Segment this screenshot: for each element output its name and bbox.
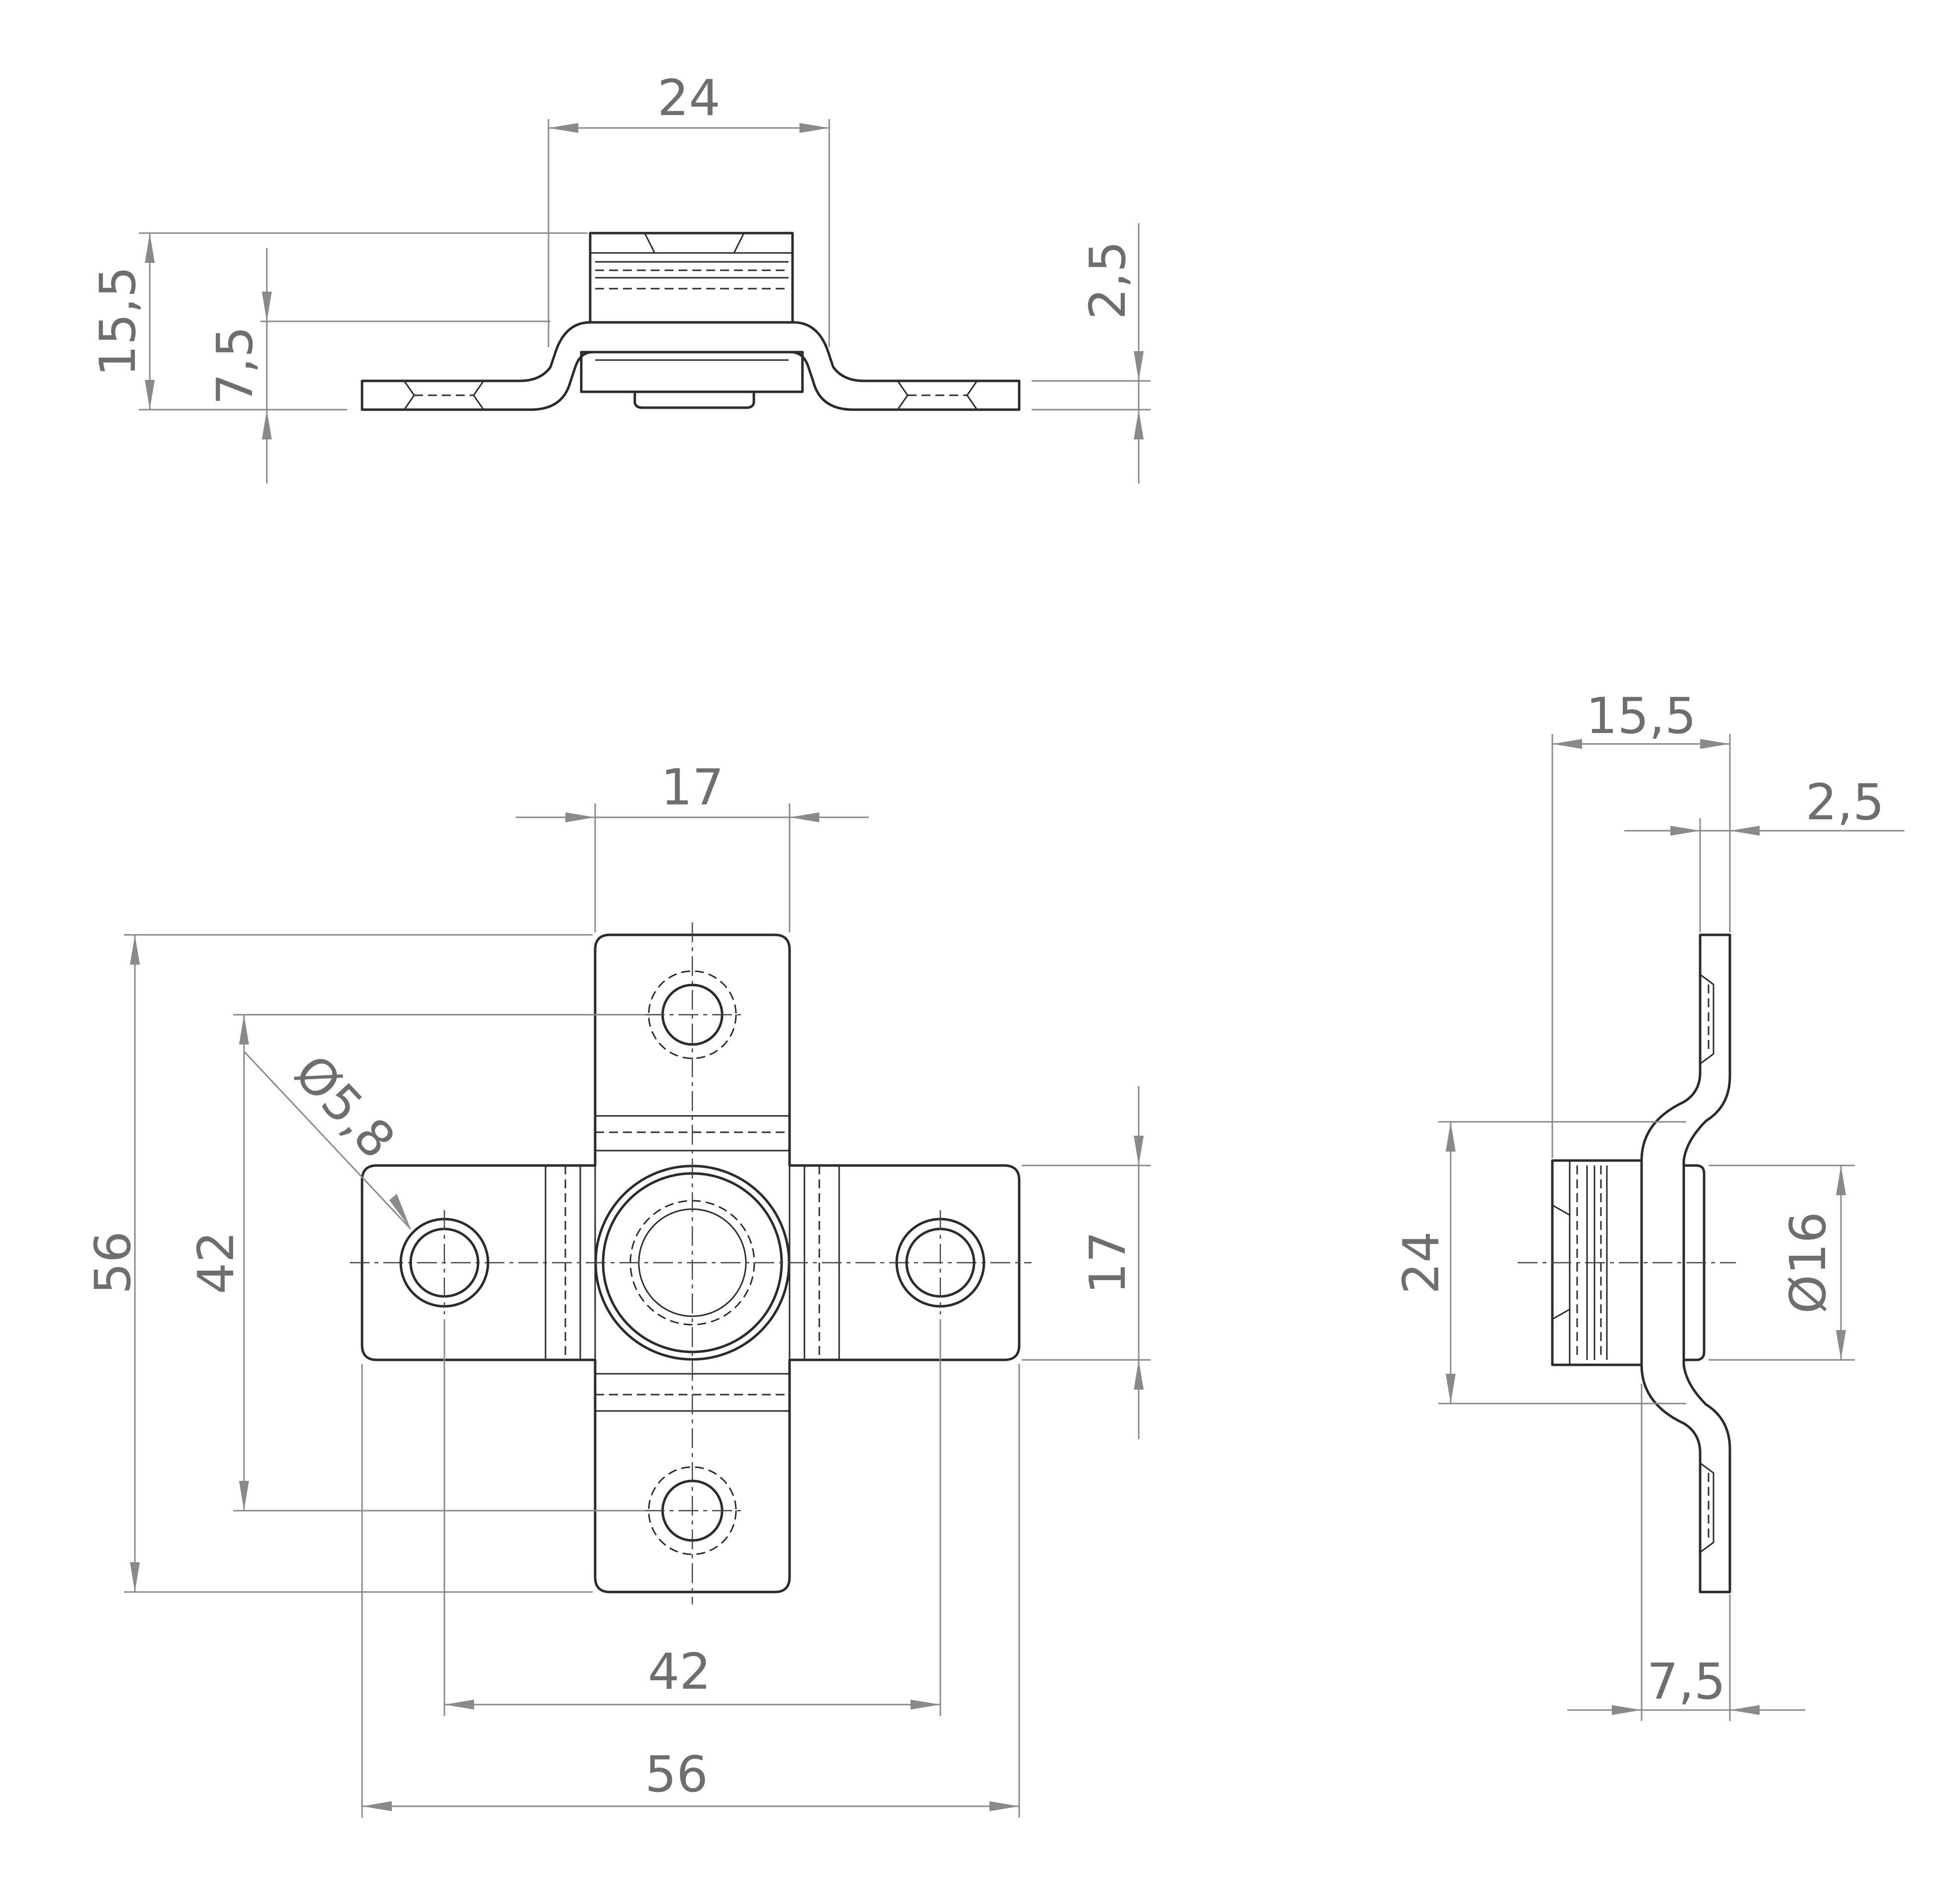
top-view-right-countersink [897, 380, 909, 410]
front-view: 17 56 42 Ø5,8 17 42 [84, 758, 1151, 1818]
dim-arrow [389, 1194, 411, 1229]
dim-arrow [1134, 410, 1144, 439]
dim-arrow [565, 812, 595, 822]
top-width-label: 24 [657, 69, 720, 127]
side-bottom-countersink [1700, 1462, 1715, 1553]
top-view-left-countersink [403, 380, 415, 410]
front-bottom-hole-countersink [648, 1466, 737, 1555]
dim-arrow [262, 410, 272, 439]
side-view: 15,5 2,5 24 Ø16 7,5 [1392, 687, 1904, 1721]
dim-arrow [130, 935, 140, 965]
front-vertical-pitch-label: 42 [187, 1231, 245, 1294]
dim-arrow [1836, 1330, 1846, 1360]
dim-arrow [1836, 1165, 1846, 1195]
dim-arrow [1700, 739, 1730, 749]
top-view-boss [580, 351, 804, 393]
front-overall-width-label: 56 [645, 1745, 708, 1803]
dim-arrow [1446, 1122, 1456, 1152]
dim-arrow [911, 1700, 940, 1710]
side-boss-diameter-label: Ø16 [1779, 1212, 1837, 1314]
dim-leader [243, 1050, 412, 1230]
top-view-bracket-outline [361, 321, 1021, 411]
top-view-pin [633, 390, 755, 409]
top-height-label: 15,5 [89, 266, 147, 377]
top-thickness-label: 2,5 [1079, 241, 1137, 319]
dim-arrow [1134, 351, 1144, 381]
dim-arrow [1552, 739, 1582, 749]
side-height-label: 24 [1392, 1231, 1450, 1294]
side-thickness-label: 2,5 [1805, 773, 1884, 831]
top-view-nut-chamfer [644, 233, 745, 254]
dim-arrow [362, 1801, 392, 1811]
dim-arrow [145, 233, 155, 263]
dim-arrow [549, 123, 578, 133]
dim-arrow [1134, 1136, 1144, 1165]
dim-arrow [262, 292, 272, 321]
front-overall-height-label: 56 [84, 1231, 142, 1294]
front-top-hole-countersink [648, 970, 737, 1059]
top-step-label: 7,5 [206, 326, 264, 405]
dim-arrow [799, 123, 829, 133]
side-offset-label: 7,5 [1647, 1653, 1725, 1711]
dim-arrow [145, 380, 155, 410]
dim-arrow [790, 812, 819, 822]
front-center-width-label: 17 [661, 758, 724, 816]
dim-arrow [1730, 1705, 1760, 1715]
dim-arrow [130, 1562, 140, 1592]
side-view-bracket-outline [1640, 933, 1731, 1593]
side-top-countersink [1700, 974, 1715, 1065]
dim-arrow [1612, 1705, 1642, 1715]
dim-arrow [1670, 826, 1700, 836]
side-depth-label: 15,5 [1586, 687, 1697, 745]
dim-arrow [444, 1700, 474, 1710]
front-center-height-label: 17 [1079, 1231, 1137, 1294]
top-view-left-countersink-2 [473, 380, 485, 410]
top-view-right-countersink-2 [966, 380, 978, 410]
dim-arrow [1730, 826, 1760, 836]
top-view: 24 15,5 7,5 2,5 [89, 69, 1151, 484]
dim-arrow [1134, 1360, 1144, 1390]
dim-arrow [989, 1801, 1019, 1811]
front-view-cross-outline [361, 933, 1021, 1593]
dim-arrow [239, 1481, 249, 1511]
front-hole-diameter-label: Ø5,8 [283, 1044, 406, 1170]
top-view-nut [589, 232, 794, 324]
front-horizontal-pitch-label: 42 [648, 1643, 711, 1701]
dim-arrow [1446, 1374, 1456, 1404]
dim-arrow [239, 1015, 249, 1044]
